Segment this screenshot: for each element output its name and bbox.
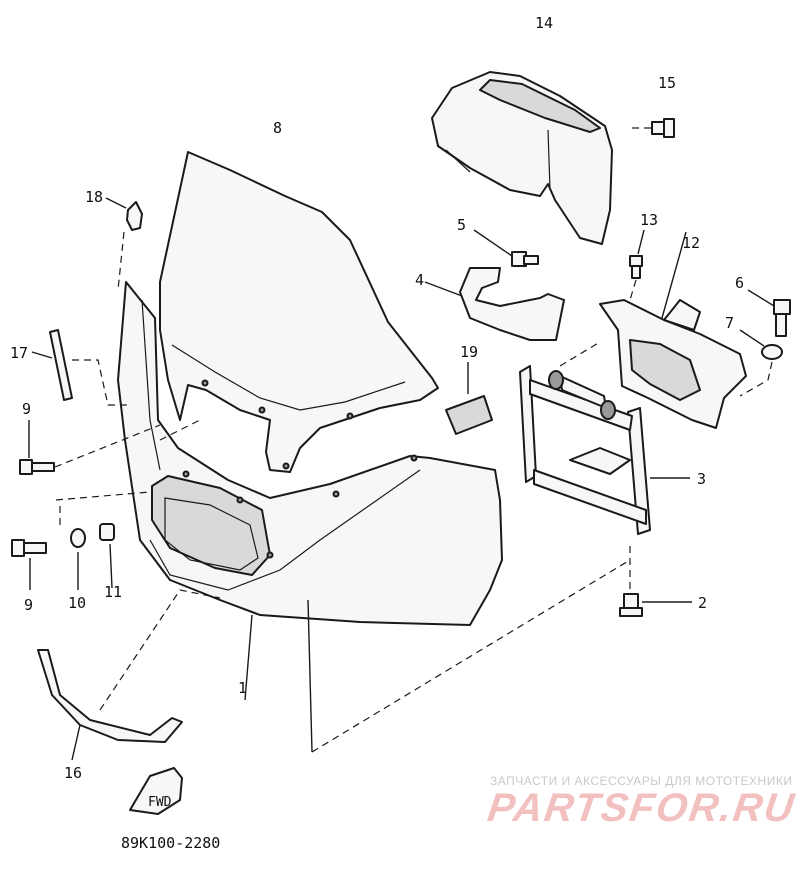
part-15-bolt xyxy=(632,118,675,138)
callout-4: 4 xyxy=(415,271,424,289)
part-7-collar xyxy=(739,329,783,397)
part-16-trim xyxy=(37,589,221,761)
part-3-stay xyxy=(519,341,690,535)
fwd-label: FWD xyxy=(148,795,172,810)
callout-12: 12 xyxy=(682,234,700,252)
watermark-logo: PARTSFOR.RU xyxy=(484,786,799,830)
part-8-windscreen xyxy=(159,151,439,473)
callout-1: 1 xyxy=(238,679,247,697)
part-4-bracket xyxy=(424,267,565,341)
diagram-reference-code: 89K100-2280 xyxy=(121,834,221,852)
fwd-arrow-icon: FWD xyxy=(129,767,183,815)
callout-2: 2 xyxy=(698,594,707,612)
callout-7: 7 xyxy=(725,314,734,332)
part-9-bolt-lower xyxy=(11,539,47,590)
callout-5: 5 xyxy=(457,216,466,234)
callout-15: 15 xyxy=(658,74,676,92)
part-12-headlight-bracket xyxy=(599,231,747,429)
callout-11: 11 xyxy=(104,583,122,601)
callout-6: 6 xyxy=(735,274,744,292)
callout-18: 18 xyxy=(85,188,103,206)
callout-9-lower: 9 xyxy=(24,596,33,614)
part-9-bolt-upper xyxy=(19,420,161,475)
part-13-bolt xyxy=(629,229,645,301)
callout-14: 14 xyxy=(535,14,553,32)
part-1-fairing xyxy=(117,281,503,753)
guide-line-8 xyxy=(159,419,201,441)
part-10-washer xyxy=(70,528,86,590)
part-11-nut xyxy=(99,523,115,589)
guide-line-2 xyxy=(311,559,631,753)
part-17-damper xyxy=(31,329,128,406)
watermark-tagline: ЗАПЧАСТИ И АКСЕССУАРЫ ДЛЯ МОТОТЕХНИКИ xyxy=(490,774,793,788)
callout-16: 16 xyxy=(64,764,82,782)
part-2-bolt xyxy=(619,546,692,617)
part-5-screw xyxy=(473,229,539,267)
part-6-bolt xyxy=(747,289,791,337)
callout-8: 8 xyxy=(273,119,282,137)
callout-17: 17 xyxy=(10,344,28,362)
callout-9-upper: 9 xyxy=(22,400,31,418)
callout-19: 19 xyxy=(460,343,478,361)
callout-3: 3 xyxy=(697,470,706,488)
part-14-meter-cover xyxy=(431,71,613,245)
callout-13: 13 xyxy=(640,211,658,229)
guide-line-9 xyxy=(55,491,151,501)
callout-10: 10 xyxy=(68,594,86,612)
part-19-plate xyxy=(445,362,493,435)
part-18-grommet xyxy=(105,197,143,291)
